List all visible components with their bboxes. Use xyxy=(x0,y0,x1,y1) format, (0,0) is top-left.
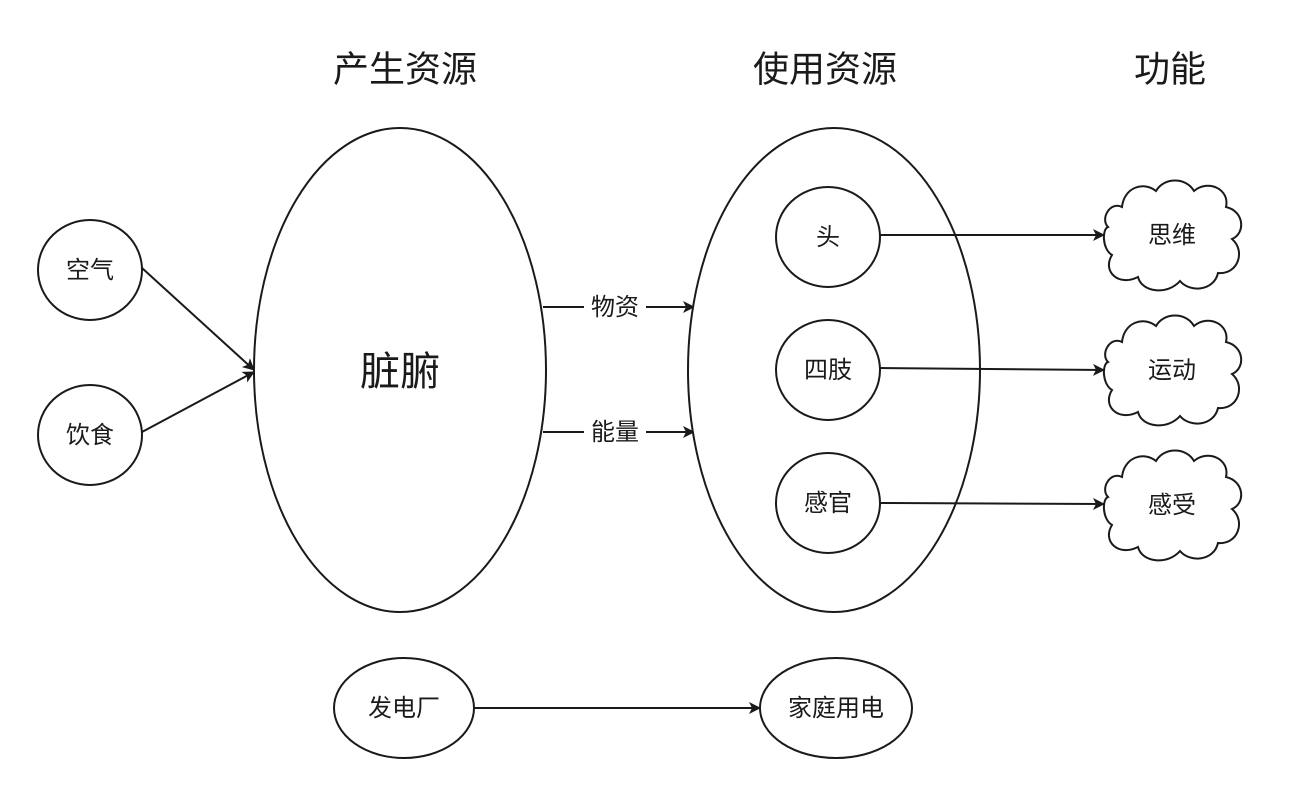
node-household-power-label: 家庭用电 xyxy=(788,694,884,722)
edge-label-energy: 能量 xyxy=(591,418,639,446)
node-feeling-label: 感受 xyxy=(1148,491,1196,519)
node-thinking-label: 思维 xyxy=(1148,221,1196,249)
node-senses-label: 感官 xyxy=(804,489,852,517)
node-senses[interactable]: 感官 xyxy=(775,452,881,554)
edge-limbs-to-movement xyxy=(879,363,1105,376)
node-thinking[interactable]: 思维 xyxy=(1102,179,1242,292)
node-household-power[interactable]: 家庭用电 xyxy=(759,657,913,759)
node-food[interactable]: 饮食 xyxy=(37,384,143,486)
edge-air-to-organs xyxy=(141,267,255,371)
edge-food-to-organs xyxy=(141,371,255,433)
node-feeling[interactable]: 感受 xyxy=(1102,449,1242,562)
node-head[interactable]: 头 xyxy=(775,186,881,288)
node-movement[interactable]: 运动 xyxy=(1102,314,1242,427)
node-power-plant[interactable]: 发电厂 xyxy=(333,657,475,759)
heading-produce-resources: 产生资源 xyxy=(333,50,477,91)
node-limbs-label: 四肢 xyxy=(804,356,852,384)
node-limbs[interactable]: 四肢 xyxy=(775,319,881,421)
node-movement-label: 运动 xyxy=(1148,356,1196,384)
edge-label-material: 物资 xyxy=(591,293,639,321)
heading-function: 功能 xyxy=(1134,50,1206,91)
node-organs-label: 脏腑 xyxy=(360,349,440,395)
node-air[interactable]: 空气 xyxy=(37,219,143,321)
edge-senses-to-feeling xyxy=(879,497,1105,510)
node-food-label: 饮食 xyxy=(66,421,114,449)
node-organs[interactable]: 脏腑 xyxy=(253,127,547,613)
node-head-label: 头 xyxy=(816,223,840,251)
node-power-plant-label: 发电厂 xyxy=(368,694,440,722)
heading-use-resources: 使用资源 xyxy=(753,50,897,91)
node-air-label: 空气 xyxy=(66,256,114,284)
